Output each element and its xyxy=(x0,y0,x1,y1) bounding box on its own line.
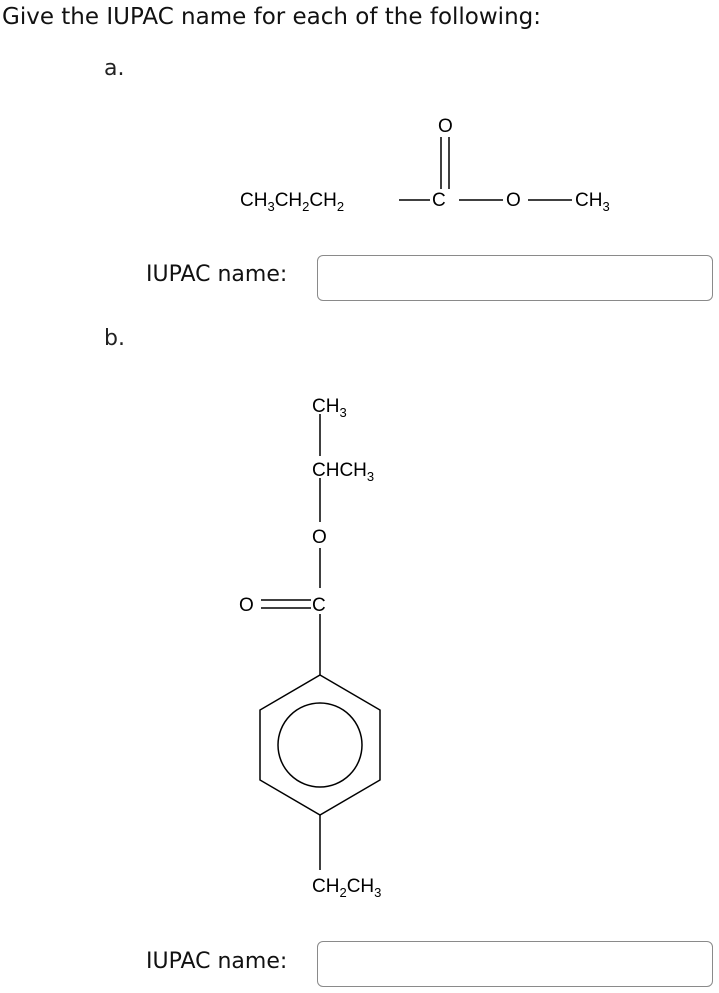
aromatic-circle xyxy=(277,702,363,788)
structure-a-chain: CH3CH2CH2 xyxy=(240,190,344,214)
answer-label-b: IUPAC name: xyxy=(146,949,288,974)
structure-a-carbonyl-carbon: C xyxy=(432,190,446,211)
iupac-name-input-b[interactable] xyxy=(317,941,713,987)
question-title: Give the IUPAC name for each of the foll… xyxy=(2,4,541,30)
structure-b-top-methyl: CH3 xyxy=(312,396,347,420)
structure-a-methyl: CH3 xyxy=(575,190,610,214)
structure-b-branch-carbon: CHCH3 xyxy=(312,460,374,484)
structure-a-ester-oxygen: O xyxy=(506,190,521,211)
iupac-name-input-a[interactable] xyxy=(317,255,713,301)
structure-a-carbonyl-oxygen: O xyxy=(438,116,453,137)
structure-a: CH3CH2CH2 C O O CH3 xyxy=(240,116,610,214)
structure-b: CH3 CHCH3 O O C CH2CH3 xyxy=(239,396,381,900)
structure-b-ester-oxygen: O xyxy=(312,527,327,548)
structure-b-para-substituent: CH2CH3 xyxy=(312,876,381,900)
answer-label-a: IUPAC name: xyxy=(146,262,288,287)
structure-b-carbonyl-carbon: C xyxy=(312,595,326,616)
part-b-label: b. xyxy=(104,326,125,351)
part-a-label: a. xyxy=(104,56,125,81)
structure-b-carbonyl-oxygen: O xyxy=(239,595,254,616)
